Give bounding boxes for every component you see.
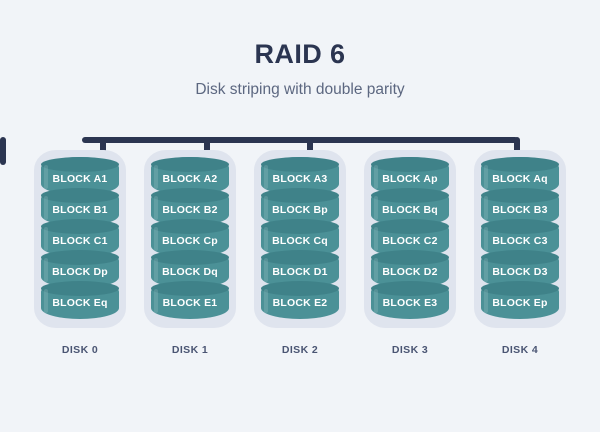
disk-block-label: BLOCK A1 [52,173,108,185]
disk-block[interactable]: BLOCK D3 [481,250,559,288]
disk-block[interactable]: BLOCK Ep [481,281,559,319]
disk-block-label: BLOCK B2 [162,204,218,216]
disk-block-label: BLOCK Ap [382,173,438,185]
disk-column-3[interactable]: BLOCK Ap BLOCK Bq BLOCK C2 BLOCK D2 BLOCK E3… [364,150,456,356]
disk-block-label: BLOCK A3 [272,173,328,185]
disk-block[interactable]: BLOCK Aq [481,157,559,195]
disk-casing: BLOCK Aq BLOCK B3 BLOCK C3 BLOCK D3 BLOCK Ep [474,150,566,328]
disk-block[interactable]: BLOCK Dq [151,250,229,288]
disk-block-label: BLOCK D2 [382,266,438,278]
disk-column-2[interactable]: BLOCK A3 BLOCK Bp BLOCK Cq BLOCK D1 BLOCK E2… [254,150,346,356]
disk-label-2: DISK 2 [281,344,319,356]
disk-block[interactable]: BLOCK E1 [151,281,229,319]
disk-casing: BLOCK A1 BLOCK B1 BLOCK C1 BLOCK Dp BLOCK Eq [34,150,126,328]
block-stack: BLOCK A2 BLOCK B2 BLOCK Cp BLOCK Dq BLOCK E1 [151,157,229,319]
disk-block-label: BLOCK Dp [52,266,108,278]
disk-block-label: BLOCK Eq [52,297,108,309]
disk-block-label: BLOCK D1 [272,266,328,278]
disk-block-label: BLOCK Ep [492,297,548,309]
page-title: RAID 6 [254,39,346,69]
disk-block-label: BLOCK E2 [272,297,328,309]
disk-block-label: BLOCK C3 [492,235,548,247]
controller-bus-line [82,137,518,143]
diagram-header: RAID 6 Disk striping with double parity [0,38,600,101]
disk-block-label: BLOCK D3 [492,266,548,278]
block-stack: BLOCK A1 BLOCK B1 BLOCK C1 BLOCK Dp BLOCK Eq [41,157,119,319]
block-stack: BLOCK Ap BLOCK Bq BLOCK C2 BLOCK D2 BLOCK E3 [371,157,449,319]
disk-label-3: DISK 3 [391,344,429,356]
disk-block[interactable]: BLOCK E3 [371,281,449,319]
disk-column-1[interactable]: BLOCK A2 BLOCK B2 BLOCK Cp BLOCK Dq BLOCK E1… [144,150,236,356]
disk-column-0[interactable]: BLOCK A1 BLOCK B1 BLOCK C1 BLOCK Dp BLOCK Eq… [34,150,126,356]
disk-casing: BLOCK Ap BLOCK Bq BLOCK C2 BLOCK D2 BLOCK E3 [364,150,456,328]
page-subtitle: Disk striping with double parity [195,81,405,98]
disk-block-label: BLOCK Cp [162,235,218,247]
disk-column-4[interactable]: BLOCK Aq BLOCK B3 BLOCK C3 BLOCK D3 BLOCK Ep… [474,150,566,356]
disk-casing: BLOCK A3 BLOCK Bp BLOCK Cq BLOCK D1 BLOCK E2 [254,150,346,328]
disk-block-label: BLOCK B1 [52,204,108,216]
disk-block[interactable]: BLOCK Bq [371,188,449,226]
disk-block-label: BLOCK B3 [492,204,548,216]
disk-block[interactable]: BLOCK Cp [151,219,229,257]
disk-label-1: DISK 1 [171,344,209,356]
disk-array: BLOCK A1 BLOCK B1 BLOCK C1 BLOCK Dp BLOCK Eq… [0,150,600,356]
disk-block-label: BLOCK E3 [382,297,438,309]
disk-block-label: BLOCK Aq [492,173,548,185]
disk-block-label: BLOCK Cq [272,235,328,247]
block-stack: BLOCK Aq BLOCK B3 BLOCK C3 BLOCK D3 BLOCK Ep [481,157,559,319]
disk-block-label: BLOCK C2 [382,235,438,247]
disk-block[interactable]: BLOCK C2 [371,219,449,257]
disk-block-label: BLOCK A2 [162,173,218,185]
disk-casing: BLOCK A2 BLOCK B2 BLOCK Cp BLOCK Dq BLOCK E1 [144,150,236,328]
disk-block[interactable]: BLOCK A1 [41,157,119,195]
disk-block[interactable]: BLOCK B3 [481,188,559,226]
disk-block[interactable]: BLOCK Eq [41,281,119,319]
disk-block-label: BLOCK C1 [52,235,108,247]
disk-block-label: BLOCK E1 [162,297,218,309]
disk-block[interactable]: BLOCK Bp [261,188,339,226]
block-stack: BLOCK A3 BLOCK Bp BLOCK Cq BLOCK D1 BLOCK E2 [261,157,339,319]
disk-label-4: DISK 4 [501,344,539,356]
disk-block[interactable]: BLOCK E2 [261,281,339,319]
disk-label-0: DISK 0 [61,344,99,356]
disk-block[interactable]: BLOCK B2 [151,188,229,226]
bus-drop-disk-3 [0,137,6,165]
disk-block-label: BLOCK Bq [382,204,438,216]
disk-block-label: BLOCK Bp [272,204,328,216]
disk-block-label: BLOCK Dq [162,266,218,278]
